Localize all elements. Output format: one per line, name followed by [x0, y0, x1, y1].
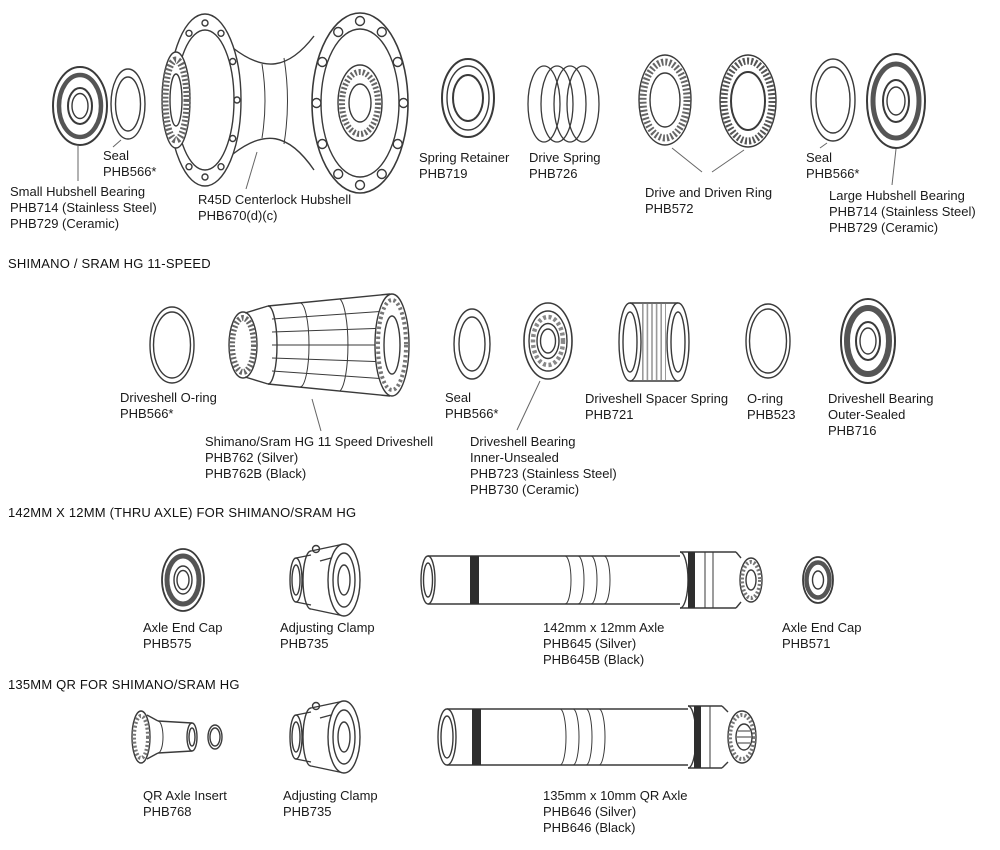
label-spacer-spring: Driveshell Spacer Spring PHB721	[585, 391, 729, 422]
seal-right-drawing	[810, 58, 856, 142]
oring-523-drawing	[745, 303, 791, 379]
drive-ring-drawing	[638, 54, 692, 146]
drive-spring-drawing	[527, 65, 600, 143]
section-header-qr: 135MM QR FOR SHIMANO/SRAM HG	[8, 677, 240, 692]
seal-11speed-drawing	[453, 308, 491, 380]
label-drive-spring: Drive Spring PHB726	[529, 150, 601, 181]
label-driveshell-bearing-outer: Driveshell Bearing Outer-Sealed PHB716	[828, 391, 934, 438]
label-axle-end-cap-575: Axle End Cap PHB575	[143, 620, 223, 651]
driveshell-bearing-inner-drawing	[523, 302, 573, 380]
axle-135-drawing	[437, 705, 757, 769]
seal-left-drawing	[110, 68, 146, 140]
label-driveshell: Shimano/Sram HG 11 Speed Driveshell PHB7…	[205, 434, 434, 481]
driveshell-bearing-outer-drawing	[840, 298, 896, 384]
label-qr-axle-insert: QR Axle Insert PHB768	[143, 788, 227, 819]
label-hubshell: R45D Centerlock Hubshell PHB670(d)(c)	[198, 192, 352, 223]
axle-142-drawing	[420, 551, 763, 609]
axle-end-cap-571-drawing	[802, 556, 834, 604]
small-hubshell-bearing-drawing	[52, 66, 108, 146]
driveshell-drawing	[228, 293, 410, 397]
label-seal-left: Seal PHB566*	[103, 148, 157, 179]
label-driveshell-oring: Driveshell O-ring PHB566*	[120, 390, 217, 421]
axle-end-cap-575-drawing	[161, 548, 205, 612]
label-small-hubshell-bearing: Small Hubshell Bearing PHB714 (Stainless…	[10, 184, 157, 231]
large-hubshell-bearing-drawing	[866, 53, 926, 149]
label-large-hubshell-bearing: Large Hubshell Bearing PHB714 (Stainless…	[829, 188, 976, 235]
label-axle-135: 135mm x 10mm QR Axle PHB646 (Silver) PHB…	[543, 788, 688, 835]
label-adjusting-clamp-1: Adjusting Clamp PHB735	[280, 620, 375, 651]
section-header-11-speed: SHIMANO / SRAM HG 11-SPEED	[8, 256, 211, 271]
label-drive-driven-ring: Drive and Driven Ring PHB572	[645, 185, 773, 216]
leader-lines	[77, 139, 897, 432]
driven-ring-drawing	[719, 54, 777, 148]
hubshell-drawing	[161, 12, 409, 194]
label-adjusting-clamp-2: Adjusting Clamp PHB735	[283, 788, 378, 819]
adjusting-clamp-2-drawing	[289, 700, 361, 774]
section-header-thru-axle: 142MM X 12MM (THRU AXLE) FOR SHIMANO/SRA…	[8, 505, 357, 520]
label-axle-142: 142mm x 12mm Axle PHB645 (Silver) PHB645…	[543, 620, 665, 667]
label-driveshell-bearing-inner: Driveshell Bearing Inner-Unsealed PHB723…	[470, 434, 617, 497]
label-seal-right: Seal PHB566*	[806, 150, 860, 181]
label-axle-end-cap-571: Axle End Cap PHB571	[782, 620, 862, 651]
label-seal-11speed: Seal PHB566*	[445, 390, 499, 421]
driveshell-oring-drawing	[149, 306, 195, 384]
driveshell-spacer-spring-drawing	[618, 302, 690, 382]
label-spring-retainer: Spring Retainer PHB719	[419, 150, 510, 181]
spring-retainer-drawing	[441, 58, 495, 138]
qr-axle-insert-drawing	[131, 710, 223, 764]
adjusting-clamp-1-drawing	[289, 543, 361, 617]
label-oring-523: O-ring PHB523	[747, 391, 796, 422]
